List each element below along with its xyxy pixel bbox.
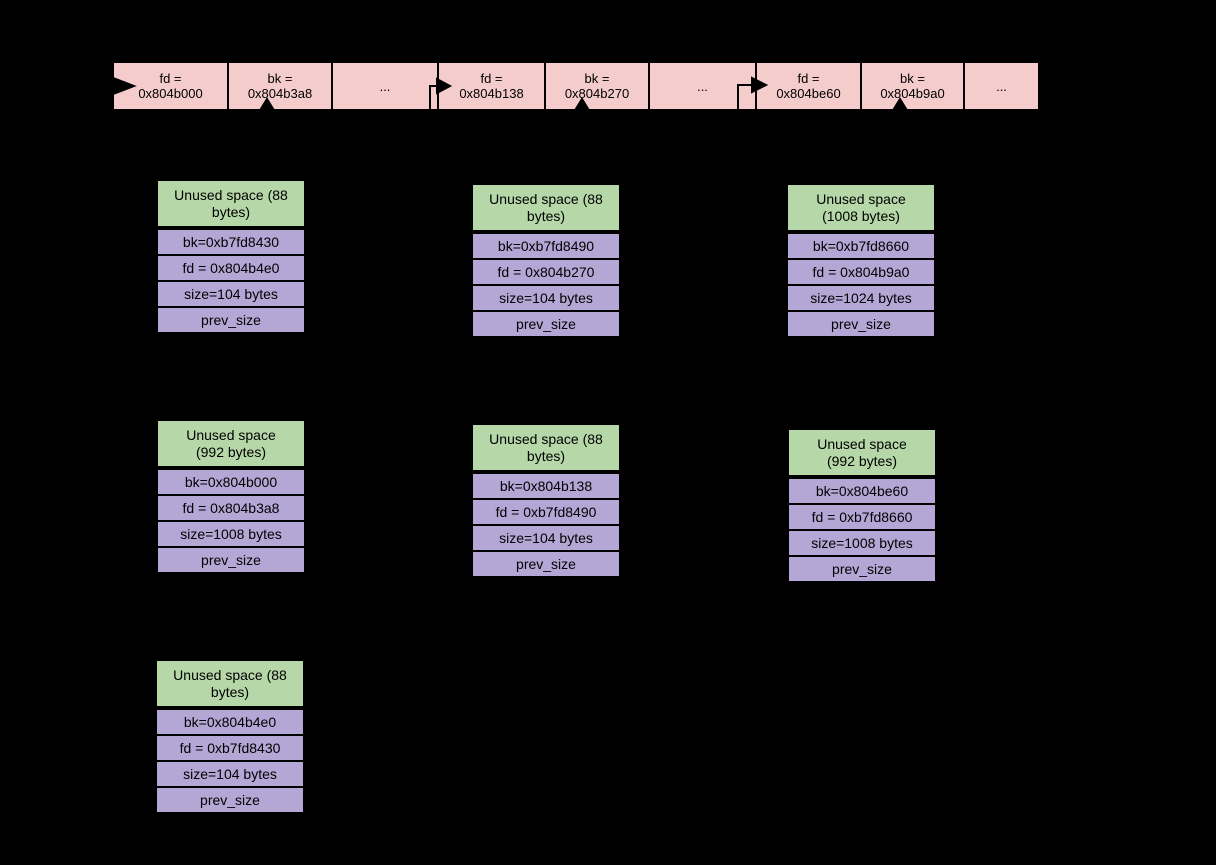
bk-field: bk=0xb7fd8430 (156, 228, 306, 256)
bk-field: bk=0x804b4e0 (155, 708, 305, 736)
bin-cell-fd-0x804b138: fd = 0x804b138 (437, 61, 546, 111)
unused-space-header: Unused space (992 bytes) (156, 419, 306, 468)
size-field: size=1008 bytes (156, 520, 306, 548)
bin-cell-fd-0x804be60: fd = 0x804be60 (755, 61, 862, 111)
bin-cell-label: ... (379, 78, 391, 94)
bk-field: bk=0x804b138 (471, 472, 621, 500)
free-chunk-0x804be60: Unused space (1008 bytes) bk=0xb7fd8660 … (786, 183, 936, 338)
bin-cell-value: 0x804be60 (776, 86, 841, 101)
size-field: size=104 bytes (156, 280, 306, 308)
prev-size-field: prev_size (786, 310, 936, 338)
free-chunk-0x804b270: Unused space (88 bytes) bk=0x804b138 fd … (471, 423, 621, 578)
bin-cell-fd-0x804b000: fd = 0x804b000 (112, 61, 229, 111)
bin-cell-value: 0x804b138 (459, 86, 524, 101)
fd-field: fd = 0x804b270 (471, 258, 621, 286)
bk-field: bk=0x804be60 (787, 477, 937, 505)
prev-size-field: prev_size (155, 786, 305, 814)
size-field: size=104 bytes (155, 760, 305, 788)
bin-cell-value: 0x804b000 (138, 86, 203, 101)
bin-cell-label: ... (697, 78, 708, 94)
bin-cell-label: fd = (159, 71, 182, 86)
bin-cell-value: 0x804b3a8 (247, 86, 313, 101)
fd-field: fd = 0x804b3a8 (156, 494, 306, 522)
bin-cell-label: fd = (797, 71, 820, 86)
bin-cell-label: bk = (900, 71, 925, 86)
bin-cell-label: bk = (267, 71, 293, 86)
bin-cell-label: bk = (584, 71, 610, 86)
size-field: size=1024 bytes (786, 284, 936, 312)
size-field: size=1008 bytes (787, 529, 937, 557)
unused-space-header: Unused space (992 bytes) (787, 428, 937, 477)
free-chunk-0x804b4e0: Unused space (88 bytes) bk=0x804b4e0 fd … (155, 659, 305, 814)
free-chunk-0x804b9a0: Unused space (992 bytes) bk=0x804be60 fd… (787, 428, 937, 583)
bin-cell-ellipsis-1: ... (331, 61, 439, 111)
size-field: size=104 bytes (471, 524, 621, 552)
bin-cell-bk-0x804b3a8: bk = 0x804b3a8 (227, 61, 333, 111)
bin-cell-value: 0x804b9a0 (880, 86, 945, 101)
prev-size-field: prev_size (156, 306, 306, 334)
free-chunk-0x804b138: Unused space (88 bytes) bk=0xb7fd8490 fd… (471, 183, 621, 338)
free-chunk-0x804b000: Unused space (88 bytes) bk=0xb7fd8430 fd… (156, 179, 306, 334)
unused-space-header: Unused space (1008 bytes) (786, 183, 936, 232)
fd-field: fd = 0xb7fd8490 (471, 498, 621, 526)
prev-size-field: prev_size (471, 550, 621, 578)
bin-pointer-row: fd = 0x804b000 bk = 0x804b3a8 ... fd = 0… (112, 61, 1040, 111)
prev-size-field: prev_size (471, 310, 621, 338)
bin-cell-ellipsis-2: ... (648, 61, 757, 111)
unused-space-header: Unused space (88 bytes) (156, 179, 306, 228)
bk-field: bk=0x804b000 (156, 468, 306, 496)
unused-space-header: Unused space (88 bytes) (155, 659, 305, 708)
bin-cell-ellipsis-3: ... (963, 61, 1040, 111)
size-field: size=104 bytes (471, 284, 621, 312)
bin-cell-bk-0x804b9a0: bk = 0x804b9a0 (860, 61, 965, 111)
bin-cell-bk-0x804b270: bk = 0x804b270 (544, 61, 650, 111)
fd-field: fd = 0x804b4e0 (156, 254, 306, 282)
bk-field: bk=0xb7fd8490 (471, 232, 621, 260)
prev-size-field: prev_size (156, 546, 306, 574)
fd-field: fd = 0xb7fd8660 (787, 503, 937, 531)
fd-field: fd = 0xb7fd8430 (155, 734, 305, 762)
bin-cell-label: fd = (480, 71, 503, 86)
unused-space-header: Unused space (88 bytes) (471, 183, 621, 232)
bk-field: bk=0xb7fd8660 (786, 232, 936, 260)
fd-field: fd = 0x804b9a0 (786, 258, 936, 286)
bin-cell-value: 0x804b270 (564, 86, 630, 101)
bin-cell-label: ... (996, 78, 1007, 94)
free-chunk-0x804b3a8: Unused space (992 bytes) bk=0x804b000 fd… (156, 419, 306, 574)
prev-size-field: prev_size (787, 555, 937, 583)
unused-space-header: Unused space (88 bytes) (471, 423, 621, 472)
